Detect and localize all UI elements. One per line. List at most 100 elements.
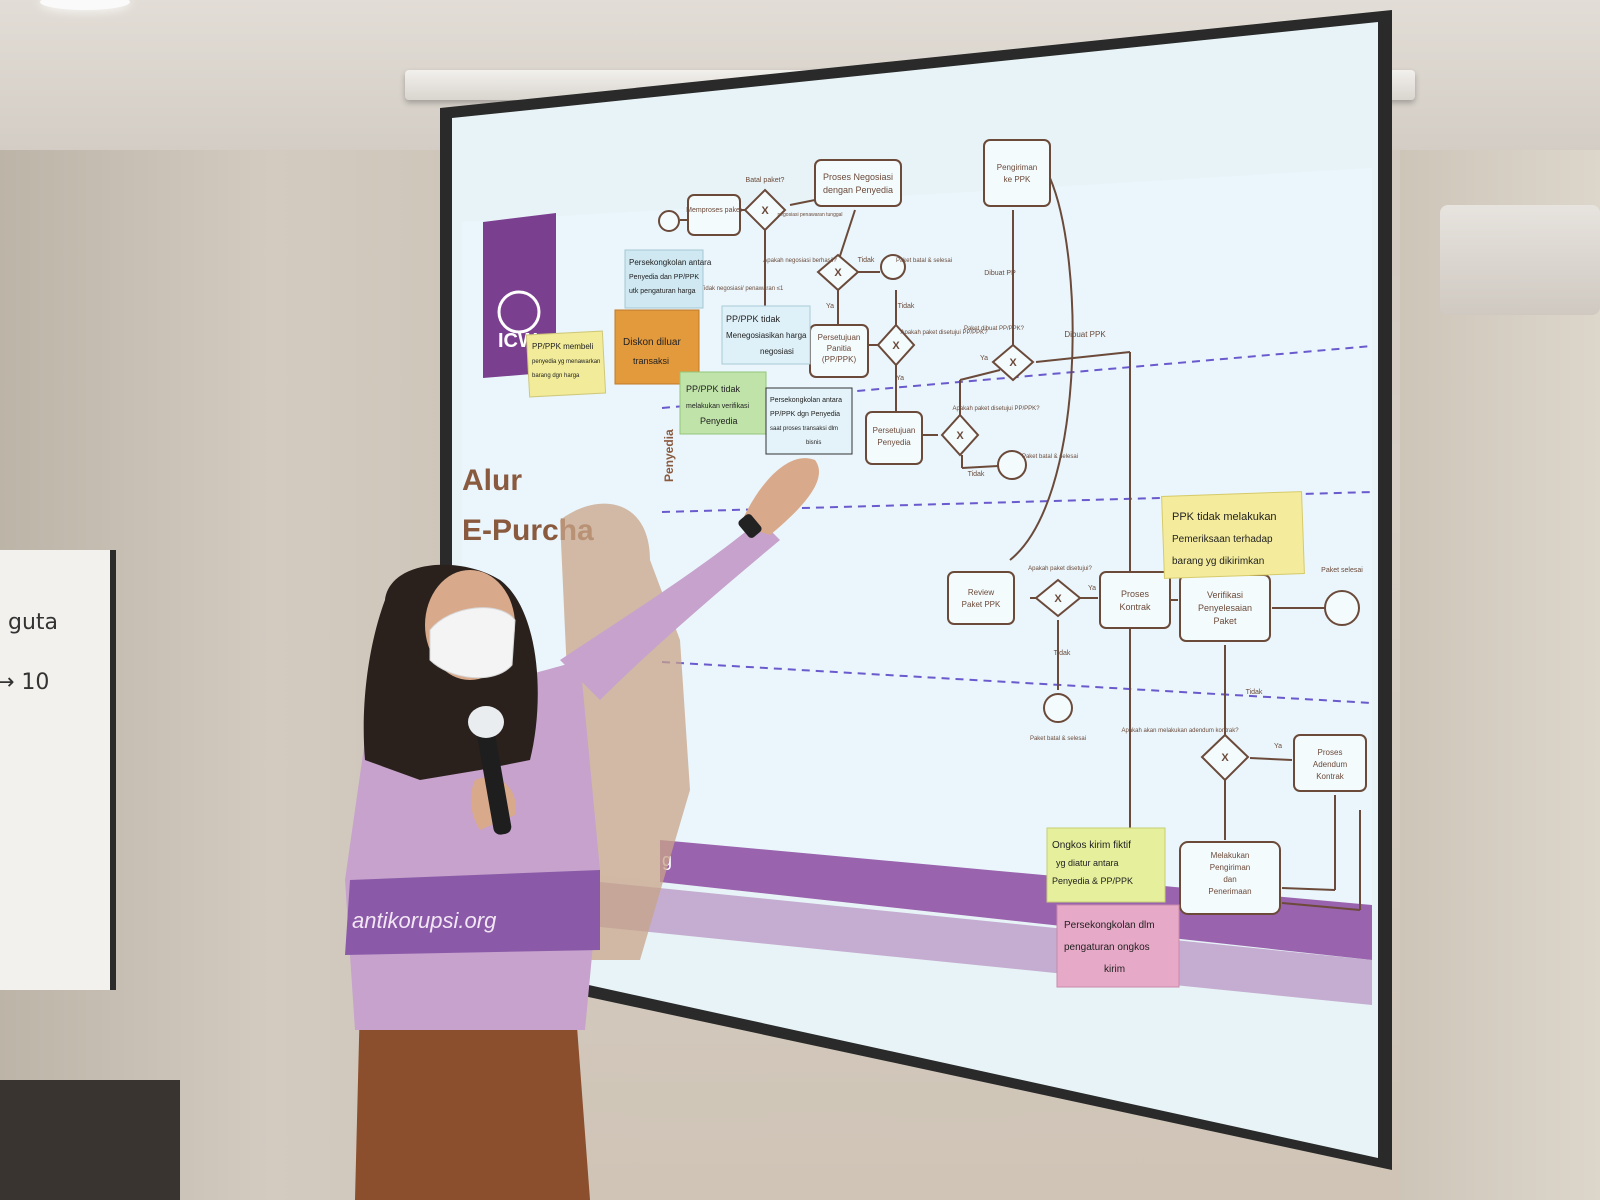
text-dibuat-pp: Dibuat PP — [984, 270, 1016, 277]
sticky-note-8: Ongkos kirim fiktif yg diatur antara Pen… — [1046, 827, 1166, 903]
text-verifikasi-l1: Verifikasi — [1207, 590, 1243, 600]
note3-line2: penyedia yg menawarkan — [532, 359, 600, 365]
text-pengiriman-l2: Pengiriman — [1210, 863, 1250, 872]
text-q-negosiasi: Apakah negosiasi berhasil? — [763, 258, 837, 264]
text-verifikasi-l2: Penyelesaian — [1198, 603, 1252, 613]
gateway-disetujui-ppk — [1034, 578, 1082, 618]
text-tidak-4: Tidak — [1054, 650, 1071, 657]
presenter-pants — [355, 1000, 590, 1200]
text-batal-paket: Batal paket? — [746, 177, 785, 184]
text-q-disetujui-ppk: Apakah paket disetujui? — [1028, 566, 1092, 572]
text-panitia-l3: (PP/PPK) — [822, 355, 857, 364]
note7-line1: PPK tidak melakukan — [1172, 511, 1277, 523]
text-verifikasi-l3: Paket — [1213, 616, 1237, 626]
text-tidak-2: Tidak — [898, 303, 915, 310]
note4-line2: transaksi — [633, 356, 669, 366]
sticky-note-5: PP/PPK tidak melakukan verifikasi Penyed… — [679, 371, 767, 435]
gateway-negosiasi-berhasil — [816, 253, 860, 292]
text-pengiriman-l4: Penerimaan — [1208, 887, 1251, 896]
text-panitia-l2: Panitia — [827, 344, 852, 353]
text-ya-1: Ya — [826, 303, 834, 310]
text-negosiasi-l1: Proses Negosiasi — [823, 172, 893, 182]
text-review-l2: Paket PPK — [962, 600, 1001, 609]
sticky-note-9: Persekongkolan dlm pengaturan ongkos kir… — [1056, 904, 1180, 988]
flipchart-line-1: guta — [8, 610, 59, 635]
text-pengiriman-l1: Melakukan — [1211, 851, 1250, 860]
text-pengiriman-l3: dan — [1223, 875, 1236, 884]
note9-line3: kirim — [1104, 964, 1125, 975]
text-kontrak-l1: Proses — [1121, 589, 1150, 599]
text-dibuat-ppk: Dibuat PPK — [1064, 330, 1106, 339]
node-pengiriman-penerimaan — [1179, 841, 1281, 915]
presenter-hand — [740, 458, 819, 535]
text-penyedia-l2: Penyedia — [877, 438, 911, 447]
text-ya-2: Ya — [896, 375, 904, 382]
sticky-note-6: Persekongkolan antara PP/PPK dgn Penyedi… — [765, 387, 853, 455]
gateway-dibuat-ppk — [991, 343, 1035, 382]
end-event-paket-selesai — [1324, 590, 1360, 626]
note5-line3: Penyedia — [700, 416, 738, 426]
gateway-adendum — [1200, 733, 1250, 782]
text-pengiriman-ppk-l2: ke PPK — [1004, 175, 1031, 184]
note8-line2: yg diatur antara — [1056, 858, 1119, 868]
lane-divider-3 — [661, 661, 1373, 704]
note5-line2: melakukan verifikasi — [686, 403, 749, 410]
text-adendum-l1: Proses — [1318, 748, 1343, 757]
note6-line2: PP/PPK dgn Penyedia — [770, 411, 840, 418]
text-tidak-5: Tidak — [1246, 689, 1263, 696]
gateway-disetujui-penyedia — [940, 413, 980, 457]
face-mask — [429, 607, 516, 679]
node-proses-kontrak — [1099, 571, 1171, 629]
text-pengiriman-ppk-l1: Pengiriman — [997, 163, 1037, 172]
gateway-batal-paket — [743, 188, 787, 232]
sticky-note-1: Persekongkolan antara Penyedia dan PP/PP… — [624, 249, 712, 309]
right-wall — [1400, 150, 1600, 1200]
end-event-paket-batal-3 — [1043, 693, 1073, 723]
note4-line1: Diskon diluar — [623, 337, 681, 348]
text-q-adendum: Apakah akan melakukan adendum kontrak? — [1121, 728, 1239, 734]
slide-footer-band — [660, 840, 1372, 960]
shirt-stripe — [345, 870, 600, 955]
node-persetujuan-penyedia — [865, 411, 923, 465]
sticky-note-7: PPK tidak melakukan Pemeriksaan terhadap… — [1161, 491, 1305, 579]
sticky-note-3: PP/PPK membeli penyedia yg menawarkan ba… — [525, 330, 607, 398]
text-review-l1: Review — [968, 588, 994, 597]
node-memproses-paket — [687, 194, 741, 236]
note2-line1: PP/PPK tidak — [726, 314, 781, 324]
node-proses-adendum — [1293, 734, 1367, 792]
icw-logo-icon — [497, 290, 541, 334]
sticky-notes: Persekongkolan antara Penyedia dan PP/PP… — [525, 249, 1305, 988]
microphone-head-icon — [468, 706, 504, 738]
text-penyedia-l1: Persetujuan — [873, 426, 916, 435]
text-paket-selesai: Paket selesai — [1321, 567, 1363, 574]
node-pengiriman-ppk — [983, 139, 1051, 207]
text-q-disetujui-penyedia: Apakah paket disetujui PP/PPK? — [952, 406, 1040, 412]
node-review-paket-ppk — [947, 571, 1015, 625]
text-adendum-l2: Adendum — [1313, 760, 1348, 769]
note6-line3: saat proses transaksi dlm — [770, 426, 838, 432]
presenter: antikorupsi.org — [345, 458, 819, 1200]
shirt-text: antikorupsi.org — [352, 908, 497, 933]
text-q-disetujui-pp: Apakah paket disetujui PP/PPK? — [900, 330, 988, 336]
note7-line3: barang yg dikirimkan — [1172, 556, 1264, 567]
text-memproses: Memproses paket — [686, 207, 742, 214]
text-tidak-nego: Tidak negosiasi/ penawaran ≤1 — [701, 286, 784, 292]
note8-line1: Ongkos kirim fiktif — [1052, 840, 1131, 851]
note2-line3: negosiasi — [760, 347, 794, 356]
sticky-note-2: PP/PPK tidak Menegosiasikan harga negosi… — [721, 305, 811, 365]
text-tidak-1: Tidak — [858, 257, 875, 264]
note9-line1: Persekongkolan dlm — [1064, 920, 1155, 931]
text-adendum-l3: Kontrak — [1316, 772, 1345, 781]
note9-line2: pengaturan ongkos — [1064, 942, 1150, 953]
text-paket-batal-2: Paket batal & selesai — [1022, 454, 1078, 460]
text-gateway-x6: X — [1054, 593, 1062, 605]
text-panitia-l1: Persetujuan — [818, 333, 861, 342]
text-gateway-x2: X — [834, 267, 842, 279]
note3-line1: PP/PPK membeli — [532, 342, 594, 351]
note2-line2: Menegosiasikan harga — [726, 331, 807, 340]
text-negosiasi-l2: dengan Penyedia — [823, 185, 893, 195]
text-ya-4: Ya — [1088, 585, 1096, 592]
note6-line1: Persekongkolan antara — [770, 397, 842, 404]
note7-line2: Pemeriksaan terhadap — [1172, 534, 1273, 545]
